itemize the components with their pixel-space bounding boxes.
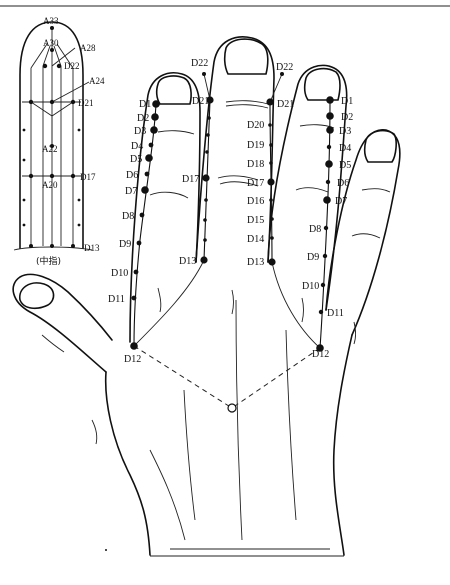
inset-label-d21: D21 — [78, 98, 94, 108]
thumb-outline — [12, 273, 113, 373]
knuckle-creases — [41, 100, 391, 445]
index-label-d3: D3 — [134, 126, 146, 137]
index-finger-nail — [155, 75, 192, 105]
index-label-d2: D2 — [137, 113, 149, 124]
index-label-d10: D10 — [111, 268, 128, 279]
inset-label-a28: A28 — [80, 43, 96, 53]
ring-label-d17: D17 — [247, 178, 264, 189]
meridian-lines — [133, 73, 331, 409]
inset-caption: (中指) — [36, 255, 61, 267]
index-label-d8: D8 — [122, 211, 134, 222]
inset-middle-finger: A33 A30 A28 D22 A24 D21 A22 D17 A20 D13 … — [13, 16, 105, 267]
inset-label-a30: A30 — [43, 38, 59, 48]
index-label-d6: D6 — [126, 170, 138, 181]
little-label-d6: D6 — [337, 178, 349, 189]
palm-line-1 — [183, 389, 196, 521]
palm-center-point — [227, 403, 237, 413]
little-label-d12: D12 — [312, 349, 329, 360]
ring-label-d19: D19 — [247, 140, 264, 151]
index-to-palm — [133, 259, 205, 347]
little-finger-nail — [363, 129, 397, 163]
middle-label-d22: D22 — [191, 58, 208, 69]
inset-label-d17: D17 — [80, 172, 96, 182]
inset-label-a33: A33 — [43, 16, 59, 26]
middle-label-d13: D13 — [179, 256, 196, 267]
middle-finger-outline — [195, 36, 275, 263]
index-meridian — [133, 103, 157, 347]
little-to-palm — [271, 261, 321, 349]
index-finger-points — [130, 100, 160, 350]
stray-dot — [105, 549, 107, 551]
little-label-d1: D1 — [341, 96, 353, 107]
little-label-d7: D7 — [335, 196, 347, 207]
little-label-d4: D4 — [339, 143, 351, 154]
little-meridian — [319, 99, 331, 349]
index-label-d12: D12 — [124, 354, 141, 365]
inset-points — [22, 26, 81, 248]
little-label-d10: D10 — [302, 281, 319, 292]
index-label-d9: D9 — [119, 239, 131, 250]
little-finger-labels: D1 D2 D3 D4 D5 D6 D7 D8 D9 D10 D11 D12 — [302, 96, 353, 360]
index-finger-outline — [129, 72, 201, 343]
index-label-d4: D4 — [131, 141, 143, 152]
inset-meridian-lines — [22, 26, 90, 246]
index-label-d7: D7 — [125, 186, 137, 197]
middle-finger-points — [200, 72, 214, 264]
palm-line-2 — [235, 299, 243, 541]
little-label-d8: D8 — [309, 224, 321, 235]
dash-right — [231, 347, 321, 409]
ring-label-d15: D15 — [247, 215, 264, 226]
hand-outline — [12, 36, 401, 557]
inset-label-a22: A22 — [42, 144, 58, 154]
palm-left-contour — [104, 371, 151, 556]
ring-finger-points — [266, 72, 284, 266]
d22-leader-ring — [269, 73, 283, 103]
d22-leader-middle — [203, 73, 211, 101]
ring-label-d18: D18 — [247, 159, 264, 170]
inset-label-a24: A24 — [89, 76, 105, 86]
little-label-d11: D11 — [327, 308, 344, 319]
ring-label-d14: D14 — [247, 234, 264, 245]
palm-line-3 — [285, 329, 297, 521]
middle-finger-nail — [223, 38, 269, 75]
thumb-nail — [19, 282, 55, 310]
middle-label-d21: D21 — [192, 96, 209, 107]
ring-finger-outline — [267, 64, 348, 311]
inset-label-d22: D22 — [64, 61, 80, 71]
ring-label-d21: D21 — [277, 99, 294, 110]
index-label-d5: D5 — [130, 154, 142, 165]
index-label-d11: D11 — [108, 294, 125, 305]
little-finger-points — [316, 96, 334, 352]
ring-finger-labels: D22 D21 D20 D19 D18 D17 D16 D15 D14 D13 — [247, 62, 294, 268]
palm-right-contour — [332, 334, 353, 556]
little-label-d2: D2 — [341, 112, 353, 123]
little-label-d3: D3 — [339, 126, 351, 137]
index-label-d1: D1 — [139, 99, 151, 110]
ring-label-d16: D16 — [247, 196, 264, 207]
little-label-d5: D5 — [339, 160, 351, 171]
inset-finger-outline — [19, 21, 84, 249]
inset-label-a20: A20 — [42, 180, 58, 190]
little-finger-outline — [325, 129, 401, 336]
inset-label-d13: D13 — [84, 243, 100, 253]
ring-label-d13: D13 — [247, 257, 264, 268]
little-label-d9: D9 — [307, 252, 319, 263]
ring-label-d20: D20 — [247, 120, 264, 131]
middle-label-d17: D17 — [182, 174, 199, 185]
index-finger-labels: D1 D2 D3 D4 D5 D6 D7 D8 D9 D10 D11 D12 — [108, 99, 151, 365]
ring-finger-nail — [303, 67, 341, 101]
palm-line-4 — [149, 449, 186, 541]
middle-finger-labels: D22 D21 D17 D13 — [179, 58, 209, 267]
ring-label-d22: D22 — [276, 62, 293, 73]
dash-left — [133, 345, 233, 409]
